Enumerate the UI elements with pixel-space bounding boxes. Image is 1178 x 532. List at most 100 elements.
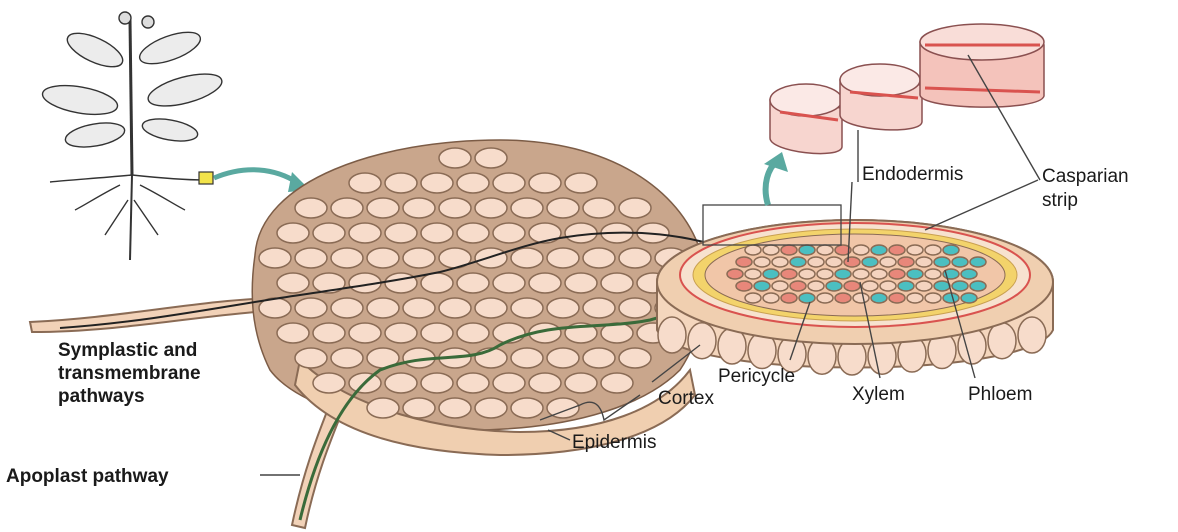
cortex-cell	[349, 323, 381, 343]
cortex-cell	[601, 373, 633, 393]
cortex-cell	[475, 148, 507, 168]
epidermal-cell	[988, 323, 1016, 359]
cortex-cell	[421, 373, 453, 393]
cortex-cell	[583, 248, 615, 268]
phloem-cell	[970, 281, 986, 291]
label-xylem: Xylem	[852, 384, 905, 405]
xylem-cell	[853, 293, 869, 303]
cortex-cell	[529, 273, 561, 293]
cortex-cell	[277, 323, 309, 343]
cortex-cell	[403, 398, 435, 418]
cortex-cell	[367, 398, 399, 418]
cortex-cell	[421, 323, 453, 343]
epidermal-cell	[688, 323, 716, 359]
cortex-cell	[403, 198, 435, 218]
cortex-cell	[511, 348, 543, 368]
cortex-cell	[583, 198, 615, 218]
cortex-cell	[313, 223, 345, 243]
cortex-cell	[367, 248, 399, 268]
label-symplastic-line1: Symplastic and	[58, 340, 197, 361]
phloem-cell	[835, 269, 851, 279]
xylem-cell	[889, 293, 905, 303]
root-zoom-marker	[199, 172, 213, 184]
cortex-cell	[457, 373, 489, 393]
cortex-cell	[565, 173, 597, 193]
cortex-cell	[493, 173, 525, 193]
cortex-cell	[547, 198, 579, 218]
cortex-cell	[403, 248, 435, 268]
xylem-cell	[799, 269, 815, 279]
xylem-cell	[781, 293, 797, 303]
cortex-cell	[457, 323, 489, 343]
cortex-cell	[313, 373, 345, 393]
cortex-cell	[349, 173, 381, 193]
cortex-cell	[529, 373, 561, 393]
cortex-cell	[349, 223, 381, 243]
cortex-cell	[511, 198, 543, 218]
cortex-cell	[529, 223, 561, 243]
epidermal-cell	[658, 317, 686, 353]
cortex-cell	[295, 298, 327, 318]
xylem-cell	[745, 245, 761, 255]
xylem-cell	[808, 281, 824, 291]
phloem-cell	[826, 281, 842, 291]
phloem-cell	[934, 281, 950, 291]
cortex-cell	[259, 248, 291, 268]
cortex-cell	[385, 373, 417, 393]
xylem-cell	[916, 281, 932, 291]
phloem-cell	[943, 245, 959, 255]
xylem-cell	[817, 245, 833, 255]
phloem-cell	[871, 245, 887, 255]
xylem-cell	[889, 269, 905, 279]
xylem-cell	[844, 281, 860, 291]
xylem-cell	[754, 257, 770, 267]
label-casparian-line1: Casparian	[1042, 166, 1129, 187]
xylem-cell	[880, 281, 896, 291]
xylem-cell	[916, 257, 932, 267]
cortex-cell	[277, 273, 309, 293]
phloem-cell	[970, 257, 986, 267]
label-cortex: Cortex	[658, 388, 714, 409]
xylem-cell	[772, 257, 788, 267]
xylem-cell	[925, 269, 941, 279]
label-apoplast-pathway: Apoplast pathway	[6, 466, 169, 487]
cortex-cell	[511, 298, 543, 318]
cortex-cell	[277, 223, 309, 243]
cortex-cell	[475, 398, 507, 418]
stele-cells	[727, 245, 986, 303]
cortex-cell	[547, 248, 579, 268]
phloem-cell	[898, 281, 914, 291]
cortex-cell	[367, 198, 399, 218]
phloem-cell	[934, 257, 950, 267]
phloem-cell	[754, 281, 770, 291]
plant-illustration	[40, 12, 225, 260]
xylem-cell	[925, 293, 941, 303]
cortex-cell	[421, 223, 453, 243]
label-phloem: Phloem	[968, 384, 1032, 405]
xylem-cell	[871, 269, 887, 279]
cortex-cell	[295, 248, 327, 268]
cortex-cell	[601, 273, 633, 293]
xylem-cell	[907, 293, 923, 303]
cortex-cell	[403, 298, 435, 318]
cortex-cell	[439, 298, 471, 318]
phloem-cell	[763, 269, 779, 279]
cortex-cell	[619, 248, 651, 268]
xylem-cell	[781, 245, 797, 255]
phloem-cell	[961, 269, 977, 279]
label-epidermis: Epidermis	[572, 432, 656, 453]
cortex-cell	[439, 148, 471, 168]
xylem-cell	[853, 245, 869, 255]
xylem-cell	[853, 269, 869, 279]
xylem-cell	[817, 269, 833, 279]
cortex-cell	[493, 273, 525, 293]
cortex-cell	[457, 173, 489, 193]
xylem-cell	[898, 257, 914, 267]
cortex-cell	[385, 273, 417, 293]
xylem-cell	[745, 293, 761, 303]
cortex-cell	[331, 198, 363, 218]
xylem-cell	[736, 257, 752, 267]
phloem-cell	[799, 293, 815, 303]
zoom-arrow-icon	[214, 170, 298, 183]
cortex-cell	[583, 348, 615, 368]
